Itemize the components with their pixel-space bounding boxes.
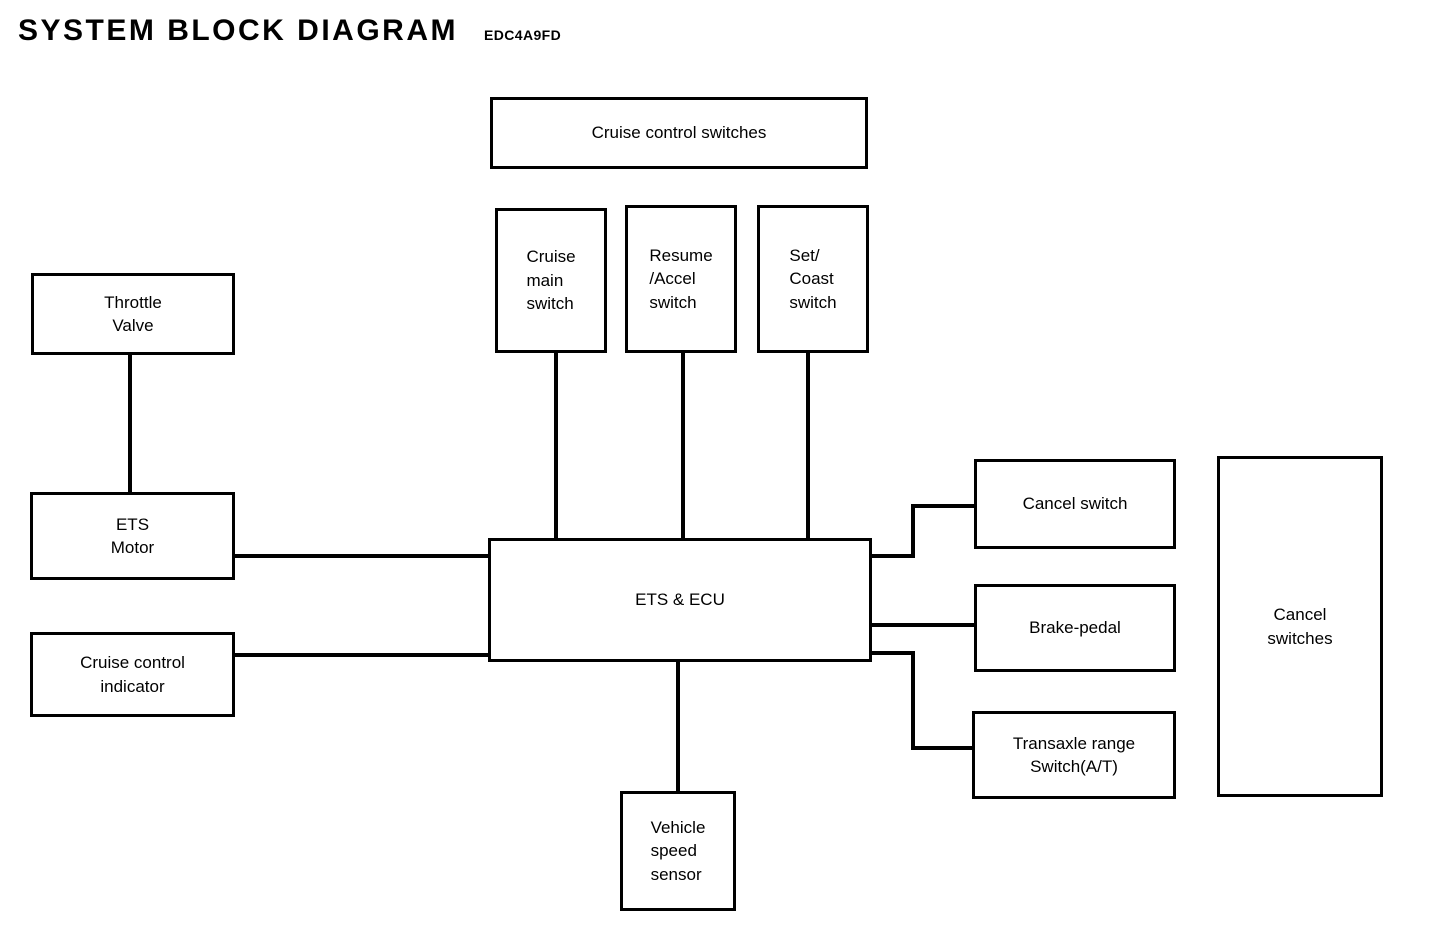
wire-ecu-to-transaxle-riser <box>911 651 915 750</box>
block-set-coast-switch-label: Set/ Coast switch <box>789 245 837 312</box>
page-title: SYSTEM BLOCK DIAGRAM <box>18 14 458 47</box>
block-set-coast-switch[interactable]: Set/ Coast switch <box>757 205 869 353</box>
block-resume-accel-switch[interactable]: Resume /Accel switch <box>625 205 737 353</box>
block-cancel-switch-label: Cancel switch <box>1022 494 1128 514</box>
block-transaxle-range-switch-label: Transaxle range Switch(A/T) <box>1012 733 1136 776</box>
block-cruise-control-indicator[interactable]: Cruise control indicator <box>30 632 235 717</box>
wire-ets-motor-to-ecu <box>233 554 491 558</box>
block-ets-motor-label: ETS Motor <box>110 514 155 557</box>
wire-transaxle-entry <box>911 746 977 750</box>
wire-ecu-to-brake-pedal <box>869 623 977 627</box>
block-ets-motor[interactable]: ETS Motor <box>30 492 235 580</box>
block-cruise-control-indicator-label: Cruise control indicator <box>80 653 185 696</box>
block-resume-accel-switch-label: Resume /Accel switch <box>649 245 713 312</box>
diagram-code: EDC4A9FD <box>484 27 562 43</box>
block-cruise-main-switch[interactable]: Cruise main switch <box>495 208 607 353</box>
wire-cruise-control-indicator-to-ecu <box>233 653 491 657</box>
wire-set-coast-switch-to-ecu <box>806 352 810 541</box>
block-throttle-valve[interactable]: Throttle Valve <box>31 273 235 355</box>
wire-ecu-to-transaxle-stub <box>869 651 915 655</box>
block-cancel-switch[interactable]: Cancel switch <box>974 459 1176 549</box>
wire-ecu-to-cancel-switch-stub <box>869 554 915 558</box>
block-ets-ecu-label: ETS & ECU <box>635 590 725 610</box>
wire-throttle-valve-to-ets-motor <box>128 355 132 494</box>
block-brake-pedal[interactable]: Brake-pedal <box>974 584 1176 672</box>
wire-resume-accel-switch-to-ecu <box>681 352 685 541</box>
block-cancel-switches-group[interactable]: Cancel switches <box>1217 456 1383 797</box>
block-throttle-valve-label: Throttle Valve <box>104 292 162 335</box>
block-brake-pedal-label: Brake-pedal <box>1029 618 1121 638</box>
block-transaxle-range-switch[interactable]: Transaxle range Switch(A/T) <box>972 711 1176 799</box>
block-vehicle-speed-sensor-label: Vehicle speed sensor <box>650 817 706 884</box>
wire-cruise-main-switch-to-ecu <box>554 352 558 541</box>
block-cruise-control-switches[interactable]: Cruise control switches <box>490 97 868 169</box>
block-cruise-control-switches-label: Cruise control switches <box>591 123 767 143</box>
block-cruise-main-switch-label: Cruise main switch <box>526 247 576 314</box>
block-ets-ecu[interactable]: ETS & ECU <box>488 538 872 662</box>
block-vehicle-speed-sensor[interactable]: Vehicle speed sensor <box>620 791 736 911</box>
block-cancel-switches-group-label: Cancel switches <box>1267 605 1333 648</box>
wire-ecu-to-vehicle-speed-sensor <box>676 660 680 791</box>
wire-ecu-to-cancel-switch-riser <box>911 504 915 558</box>
wire-cancel-switch-entry <box>911 504 977 508</box>
diagram-header: SYSTEM BLOCK DIAGRAM EDC4A9FD <box>18 16 561 46</box>
